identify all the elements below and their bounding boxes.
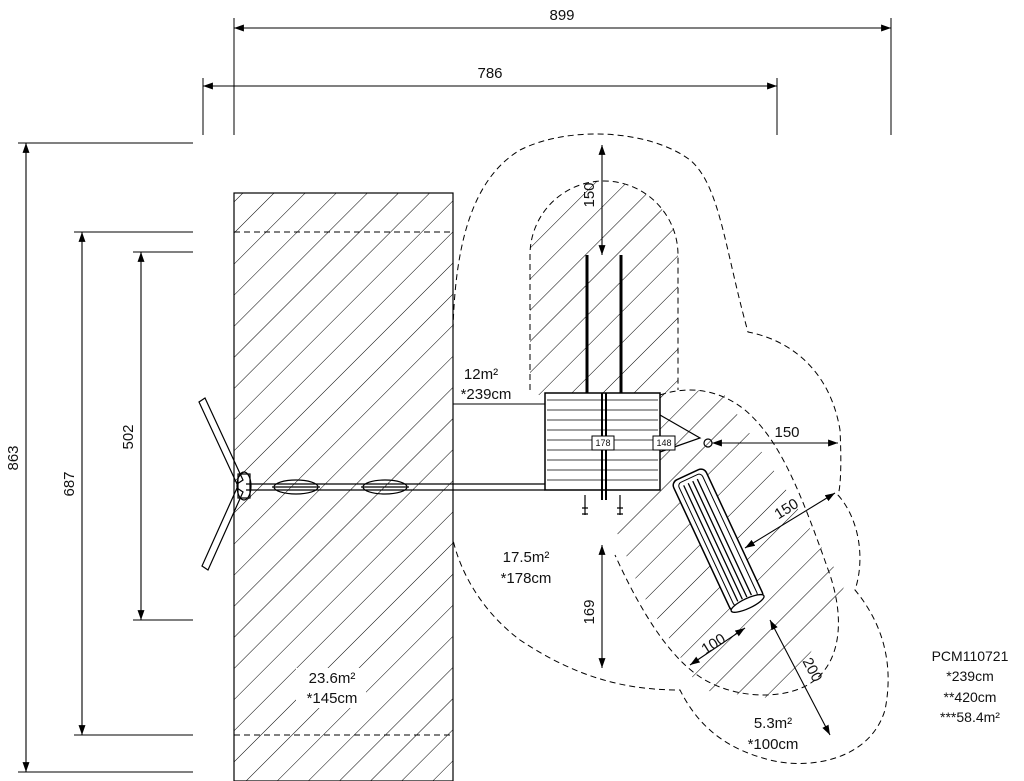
tower: 178 148: [544, 255, 713, 515]
zone-1-area: 12m²: [464, 366, 498, 383]
zone-label-1: 12m² *239cm: [461, 366, 512, 403]
model-max-fall-height: *239cm: [946, 668, 993, 684]
slide-platform-tag: [652, 435, 676, 451]
dim-total-width: 899: [549, 7, 574, 24]
zone-label-3: 23.6m² *145cm: [296, 668, 366, 708]
dim-frame-width: 786: [477, 65, 502, 82]
model-max-height: **420cm: [944, 689, 997, 705]
platform-height-text: 178: [595, 438, 610, 448]
dim-total-depth: 863: [5, 445, 22, 470]
outer-clearance-outline: [452, 133, 889, 764]
zone-1-height: *239cm: [461, 386, 512, 403]
dashed-outlines: [234, 133, 889, 764]
zone-2-height: *178cm: [501, 570, 552, 587]
zone-3-area: 23.6m²: [309, 670, 356, 687]
zone-3-height: *145cm: [307, 690, 358, 707]
model-info: PCM110721 *239cm **420cm ***58.4m²: [932, 648, 1009, 725]
dim-tower-clearance-top: 150: [581, 182, 598, 207]
dimension-lines: [18, 18, 892, 773]
dim-swing-frame-length: 502: [120, 424, 137, 449]
dim-clearance-bottom: 169: [581, 599, 598, 624]
zone-4-area: 5.3m²: [754, 715, 792, 732]
zone-label-2: 17.5m² *178cm: [501, 549, 552, 587]
slide-platform-text: 148: [656, 438, 671, 448]
slide-clearance-outline: [614, 389, 839, 696]
dim-swing-zone-length: 687: [61, 471, 78, 496]
tube-slide: [672, 468, 765, 613]
zone-label-4: 5.3m² *100cm: [748, 715, 799, 753]
swing-frame: [198, 397, 545, 571]
model-total-area: ***58.4m²: [940, 709, 1000, 725]
dim-slide-clearance-side: 150: [774, 424, 799, 441]
model-code: PCM110721: [932, 648, 1009, 664]
platform-height-tag: [591, 435, 615, 451]
zone-2-area: 17.5m²: [503, 549, 550, 566]
zone-4-height: *100cm: [748, 736, 799, 753]
